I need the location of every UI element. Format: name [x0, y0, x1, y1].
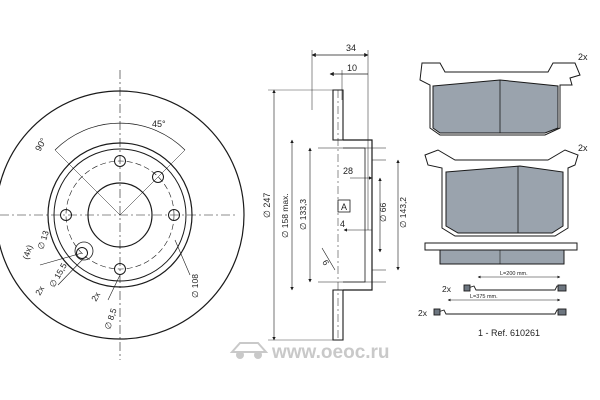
brake-pad-side-view: [424, 242, 578, 265]
watermark: www.oeoc.ru: [229, 342, 390, 363]
bolt-hole: [60, 209, 72, 221]
pad-friction-edge: [439, 249, 565, 265]
disc-section-view: [268, 50, 400, 341]
dia-133-label: ∅ 133,3: [298, 199, 308, 230]
hole-2x-a-label: 2x: [33, 284, 47, 297]
wear-sensor-long: [437, 309, 565, 315]
wire-short-qty-label: 2x: [442, 284, 452, 294]
dia-108-label: ∅ 108: [190, 274, 200, 298]
wire-long-length-label: L=375 mm.: [470, 294, 498, 300]
dia-8-5-label: ∅ 8,5: [102, 307, 118, 331]
brake-pad-top: [419, 62, 581, 136]
bolt-hole: [152, 171, 164, 183]
disc-outer-edge: [0, 90, 245, 340]
datum-a-box: [337, 199, 351, 213]
hat-outer-edge: [47, 142, 193, 288]
bolt-hole: [76, 247, 88, 259]
bolt-hole: [114, 155, 126, 167]
pad-friction-material: [432, 79, 559, 134]
reference-label: 1 - Ref. 610261: [478, 328, 540, 338]
angle-45-label: 45°: [152, 119, 166, 129]
dia-143-label: ∅ 143,2: [398, 197, 408, 228]
hole-2x-b-label: 2x: [89, 290, 103, 303]
pad-qty-top-label: 2x: [578, 52, 588, 62]
disc-hat-section: [343, 139, 373, 291]
dia-15-5-label: ∅ 15,5: [47, 261, 69, 289]
dia-247-label: ∅ 247: [262, 193, 272, 218]
pad-friction-material: [445, 165, 564, 234]
dim-4-label: 4: [340, 219, 345, 229]
dia-66-label: ∅ 66: [378, 203, 388, 222]
hole-4x-label: (4x): [20, 243, 34, 260]
bolt-hole: [168, 209, 180, 221]
datum-a-label: A: [341, 202, 347, 212]
bolt-hole: [114, 263, 126, 275]
dim-28-label: 28: [343, 166, 353, 176]
dim-6-label: 6: [320, 258, 331, 267]
dia-158-label: ∅ 158 max.: [280, 193, 290, 238]
disc-front-view: [0, 70, 245, 360]
watermark-text: www.oeoc.ru: [271, 342, 390, 363]
brake-pad-middle: [424, 149, 579, 237]
wear-sensor-short: [467, 285, 565, 291]
dim-34-label: 34: [346, 43, 356, 53]
dim-10-label: 10: [347, 63, 357, 73]
center-bore: [87, 182, 153, 248]
dia-13-label: ∅ 13: [35, 229, 51, 251]
pad-backing-edge: [424, 242, 578, 251]
wire-long-qty-label: 2x: [418, 308, 428, 318]
pad-qty-mid-label: 2x: [578, 143, 588, 153]
wear-sensor-wires: [433, 275, 567, 316]
angle-90-label: 90°: [33, 136, 49, 153]
wire-short-length-label: L=200 mm.: [500, 271, 528, 277]
car-logo-icon: [229, 342, 269, 359]
